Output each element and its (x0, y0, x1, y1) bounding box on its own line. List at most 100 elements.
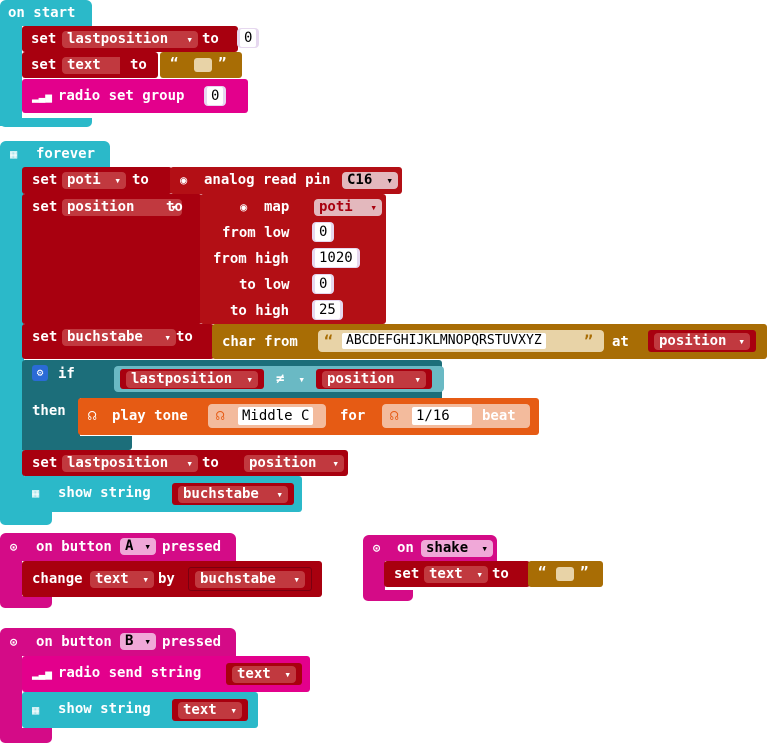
lastposition-variable-block[interactable]: lastposition (120, 369, 264, 389)
on-shake-spine (363, 559, 385, 593)
radio-send-string-label: radio send string (58, 665, 202, 681)
forever-footer (0, 510, 52, 525)
show-string-label: show string (58, 485, 151, 501)
button-dropdown[interactable]: B (120, 633, 156, 650)
empty-string-field[interactable] (194, 58, 212, 72)
text-dropdown[interactable]: text (232, 666, 296, 683)
to-low-input[interactable]: 0 (312, 274, 335, 294)
from-high-value[interactable]: 1020 (315, 249, 357, 267)
from-low-input[interactable]: 0 (312, 222, 335, 242)
text-dropdown[interactable]: text (178, 702, 242, 719)
pressed-label: pressed (162, 634, 222, 650)
position-variable-block[interactable]: position (648, 330, 756, 352)
variable-dropdown[interactable]: position (62, 199, 182, 216)
to-keyword: to (166, 199, 183, 215)
variable-dropdown[interactable]: lastposition (62, 455, 198, 472)
number-input[interactable]: 0 (237, 28, 260, 48)
set-poti-block[interactable]: set poti to (22, 167, 172, 194)
variable-dropdown[interactable]: poti (62, 172, 126, 189)
operator-dropdown[interactable]: ≠ (270, 371, 310, 388)
variable-dropdown[interactable]: text (424, 566, 488, 583)
buchstabe-variable-block[interactable]: buchstabe (188, 567, 312, 591)
position-dropdown[interactable]: position (322, 371, 426, 388)
empty-string-field[interactable] (556, 567, 574, 581)
pin-dropdown[interactable]: C16 (342, 172, 398, 189)
number-value[interactable]: 0 (240, 29, 257, 47)
from-low-label: from low (222, 225, 290, 241)
note-value[interactable]: Middle C (238, 407, 314, 425)
pressed-label: pressed (162, 539, 222, 555)
show-string-block[interactable]: ▦ show string text (22, 692, 258, 728)
map-block[interactable]: ◉ map poti from low from high to low to … (200, 194, 386, 324)
char-from-block[interactable]: char from “ ABCDEFGHIJKLMNOPQRSTUVXYZ ” … (212, 324, 767, 359)
set-position-block[interactable]: set position to (22, 194, 202, 324)
variable-dropdown[interactable]: text (90, 571, 154, 588)
to-high-value[interactable]: 25 (315, 301, 340, 319)
change-text-block[interactable]: change text by buchstabe (22, 561, 322, 597)
gesture-dropdown[interactable]: shake (421, 540, 493, 557)
buchstabe-dropdown[interactable]: buchstabe (195, 571, 305, 588)
by-keyword: by (158, 571, 175, 587)
on-start-footer (0, 118, 92, 127)
set-lastposition-block[interactable]: set lastposition to (22, 26, 238, 52)
set-keyword: set (32, 455, 58, 471)
to-high-input[interactable]: 25 (312, 300, 343, 320)
analog-read-pin-label: analog read pin (204, 172, 331, 188)
poti-variable-dropdown[interactable]: poti (314, 199, 382, 216)
buchstabe-variable-block[interactable]: buchstabe (172, 483, 294, 505)
buchstabe-dropdown[interactable]: buchstabe (178, 486, 288, 503)
on-button-b-footer (0, 728, 52, 743)
on-button-b-header[interactable]: ⊙ on button B pressed (0, 628, 236, 656)
to-low-value[interactable]: 0 (315, 275, 332, 293)
show-string-block[interactable]: ▦ show string buchstabe (22, 476, 302, 512)
beat-keyword: beat (482, 408, 516, 424)
on-start-header[interactable]: on start (0, 0, 92, 26)
empty-string-block[interactable]: “ ” (528, 561, 603, 587)
play-tone-block[interactable]: ☊ play tone ☊ Middle C for ☊ 1/16 beat (78, 398, 539, 435)
forever-header[interactable]: ▦ forever (0, 141, 110, 168)
target-icon: ⊙ (373, 541, 381, 555)
beat-dropdown[interactable]: 1/16 (412, 407, 472, 425)
from-high-input[interactable]: 1020 (312, 248, 360, 268)
set-buchstabe-block[interactable]: set buchstabe to (22, 324, 214, 359)
play-tone-label: play tone (112, 408, 188, 424)
signal-icon: ▂▃▅ (32, 667, 52, 680)
lastposition-dropdown[interactable]: lastposition (126, 371, 258, 388)
position-variable-block[interactable]: position (316, 369, 432, 389)
text-variable-block[interactable]: text (226, 663, 302, 685)
position-dropdown[interactable]: position (654, 333, 750, 350)
empty-string-block[interactable]: “ ” (160, 52, 242, 78)
variable-dropdown[interactable]: lastposition (62, 31, 198, 48)
set-keyword: set (32, 172, 58, 188)
to-keyword: to (176, 329, 193, 345)
text-variable-block[interactable]: text (172, 699, 248, 721)
set-keyword: set (31, 57, 57, 73)
string-literal[interactable]: “ ABCDEFGHIJKLMNOPQRSTUVXYZ ” (318, 330, 604, 352)
comparison-block[interactable]: lastposition ≠ position (114, 366, 444, 392)
grid-icon: ▦ (32, 703, 40, 717)
from-low-value[interactable]: 0 (315, 223, 332, 241)
beat-block[interactable]: ☊ 1/16 beat (382, 404, 530, 428)
from-high-label: from high (213, 251, 289, 267)
button-dropdown[interactable]: A (120, 538, 156, 555)
to-keyword: to (132, 172, 149, 188)
group-number-value[interactable]: 0 (207, 87, 224, 105)
on-shake-header[interactable]: ⊙ on shake (363, 535, 497, 561)
variable-dropdown[interactable]: buchstabe (62, 329, 176, 346)
gear-icon[interactable]: ⚙ (32, 365, 48, 381)
forever-spine (0, 166, 24, 518)
position-dropdown[interactable]: position (244, 455, 344, 472)
group-number-input[interactable]: 0 (204, 86, 227, 106)
open-quote: “ (324, 332, 334, 350)
set-lastposition-position-block[interactable]: set lastposition to position (22, 450, 348, 476)
analog-read-pin-block[interactable]: ◉ analog read pin C16 (170, 167, 402, 194)
on-button-a-header[interactable]: ⊙ on button A pressed (0, 533, 236, 561)
on-button-a-spine (0, 559, 22, 599)
for-keyword: for (340, 408, 366, 424)
set-text-block[interactable]: set text to (384, 561, 530, 587)
if-block[interactable]: ⚙ if lastposition ≠ position (22, 360, 444, 398)
string-value[interactable]: ABCDEFGHIJKLMNOPQRSTUVXYZ (342, 333, 546, 349)
radio-send-string-block[interactable]: ▂▃▅ radio send string text (22, 656, 310, 692)
note-block[interactable]: ☊ Middle C (208, 404, 326, 428)
grid-icon: ▦ (32, 486, 40, 500)
